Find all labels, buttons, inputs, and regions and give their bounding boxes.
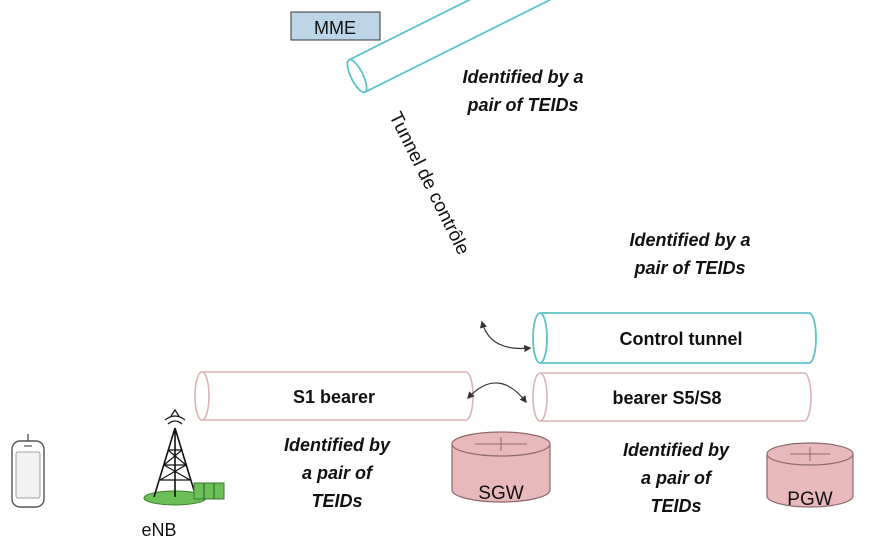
enb-label: eNB (141, 520, 176, 540)
control-tunnel-diagonal-label: Tunnel de contrôle (385, 109, 474, 259)
annotation-line: a pair of (641, 468, 713, 488)
annotation-line: a pair of (302, 463, 374, 483)
sgw-label: SGW (478, 483, 523, 504)
annotation-control-tunnel: Identified by a pair of TEIDs (629, 230, 750, 278)
pgw-router: PGW (766, 442, 854, 510)
router-cross-icon (475, 437, 527, 451)
control-tunnel-diagonal (346, 0, 587, 94)
annotation-line: Identified by (623, 440, 730, 460)
connector-control (480, 320, 532, 353)
mme-node: MME (290, 11, 381, 41)
phone-icon (11, 434, 45, 508)
annotation-line: Identified by (284, 435, 391, 455)
router-cross-icon (790, 447, 830, 461)
annotation-s1: Identified by a pair of TEIDs (284, 435, 391, 511)
antenna-icon (143, 408, 225, 506)
annotation-line: TEIDs (650, 496, 701, 516)
s1-bearer-label: S1 bearer (293, 387, 375, 407)
control-tunnel: Control tunnel (532, 312, 817, 364)
annotation-s5s8: Identified by a pair of TEIDs (623, 440, 730, 516)
s1-bearer: S1 bearer (194, 371, 474, 421)
annotation-control-diagonal: Identified by a pair of TEIDs (462, 67, 583, 115)
s5s8-bearer: bearer S5/S8 (532, 372, 812, 422)
sgw-router: SGW (451, 431, 551, 504)
s5s8-bearer-label: bearer S5/S8 (612, 388, 721, 408)
mme-label: MME (314, 18, 356, 38)
annotation-line: TEIDs (311, 491, 362, 511)
control-tunnel-label: Control tunnel (620, 329, 743, 349)
annotation-line: pair of TEIDs (633, 258, 745, 278)
connector-bearer (467, 382, 527, 404)
pgw-label: PGW (787, 489, 832, 510)
annotation-line: Identified by a (462, 67, 583, 87)
annotation-line: Identified by a (629, 230, 750, 250)
annotation-line: pair of TEIDs (466, 95, 578, 115)
